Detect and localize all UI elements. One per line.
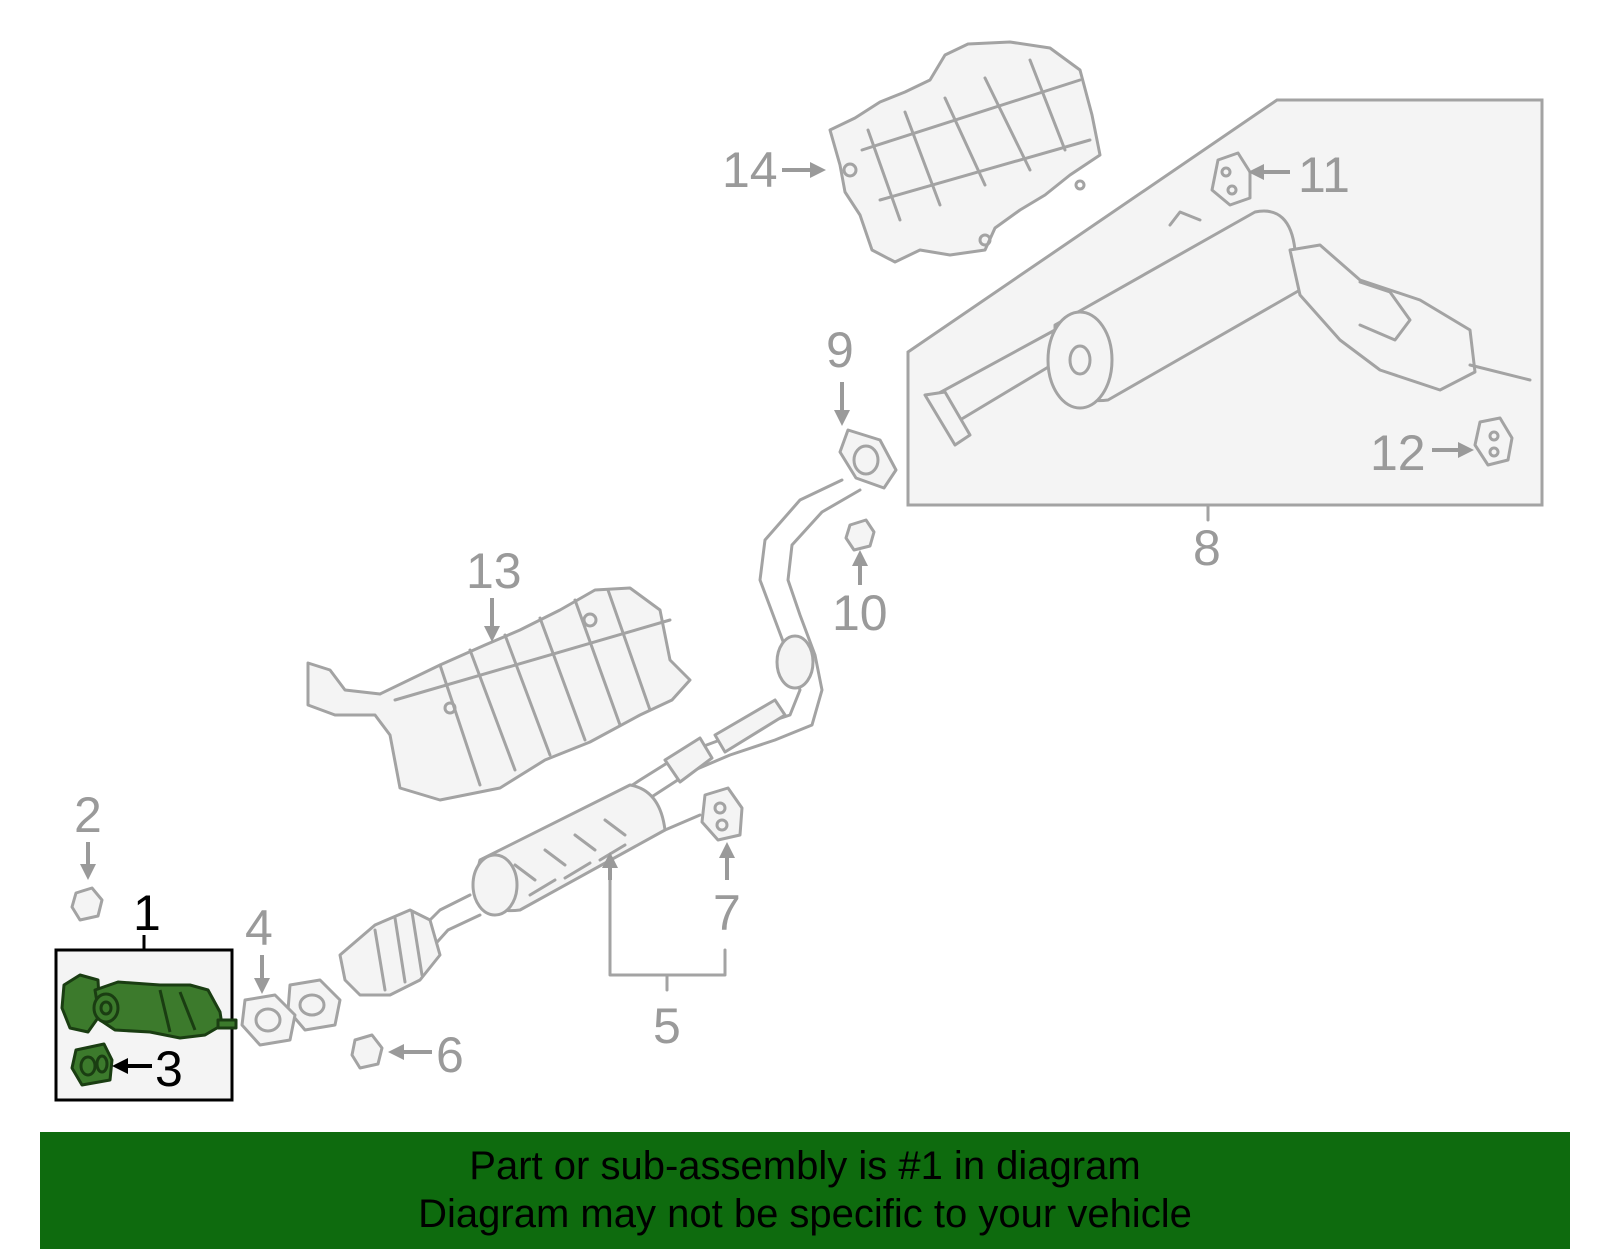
nut-2 (70, 886, 104, 922)
nut-6 (350, 1033, 384, 1070)
gasket-3 (70, 1042, 114, 1087)
callout-8: 8 (1193, 520, 1221, 576)
callout-3: 3 (155, 1041, 183, 1097)
gasket-4 (240, 993, 297, 1047)
center-pipe (418, 478, 862, 952)
callout-9: 9 (826, 322, 854, 378)
info-banner: Part or sub-assembly is #1 in diagram Di… (40, 1132, 1570, 1249)
gasket-9 (838, 428, 898, 490)
callout-12: 12 (1370, 425, 1426, 481)
callout-14: 14 (722, 142, 778, 198)
callout-1: 1 (133, 885, 161, 941)
hanger-7 (700, 786, 744, 842)
banner-line-2: Diagram may not be specific to your vehi… (418, 1192, 1192, 1236)
heat-shield-center (306, 586, 692, 802)
exhaust-manifold-catalytic-converter (60, 973, 238, 1040)
callout-2: 2 (74, 787, 102, 843)
callout-10: 10 (832, 585, 888, 641)
rear-muffler (923, 209, 1532, 447)
callout-5-bracket (608, 858, 727, 977)
banner-line-1: Part or sub-assembly is #1 in diagram (469, 1144, 1141, 1188)
hanger-upper (1210, 151, 1252, 207)
callout-7: 7 (713, 885, 741, 941)
callout-4: 4 (245, 900, 273, 956)
nut-10 (844, 518, 876, 552)
callout-6: 6 (436, 1027, 464, 1083)
callout-11: 11 (1298, 147, 1350, 203)
front-pipe (286, 908, 442, 1032)
heat-shield-upper (828, 40, 1102, 264)
hanger-lower (1473, 416, 1514, 467)
callout-5: 5 (653, 998, 681, 1054)
callout-13: 13 (466, 543, 522, 599)
